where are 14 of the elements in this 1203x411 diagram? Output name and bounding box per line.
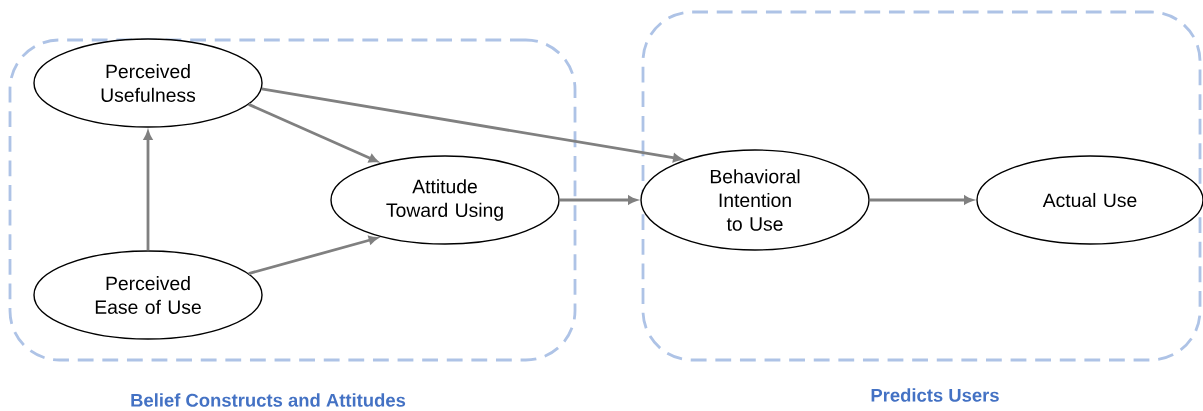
ellipse-node: Behavioral Intention to Use	[640, 149, 870, 251]
arrow	[143, 130, 153, 251]
group-label: Predicts Users	[871, 388, 999, 402]
arrow	[559, 195, 638, 205]
ellipse-node: Perceived Ease of Use	[33, 250, 263, 340]
ellipse-node: Attitude Toward Using	[330, 155, 560, 245]
node-label: Actual Use	[1042, 192, 1137, 208]
ellipse-node: Actual Use	[976, 155, 1203, 245]
arrow	[248, 235, 378, 275]
ellipse-node: Perceived Usefulness	[33, 38, 263, 128]
arrow	[869, 195, 974, 205]
arrow	[248, 103, 378, 163]
arrow	[261, 87, 683, 163]
group-label: Belief Constructs and Attitudes	[131, 393, 406, 407]
